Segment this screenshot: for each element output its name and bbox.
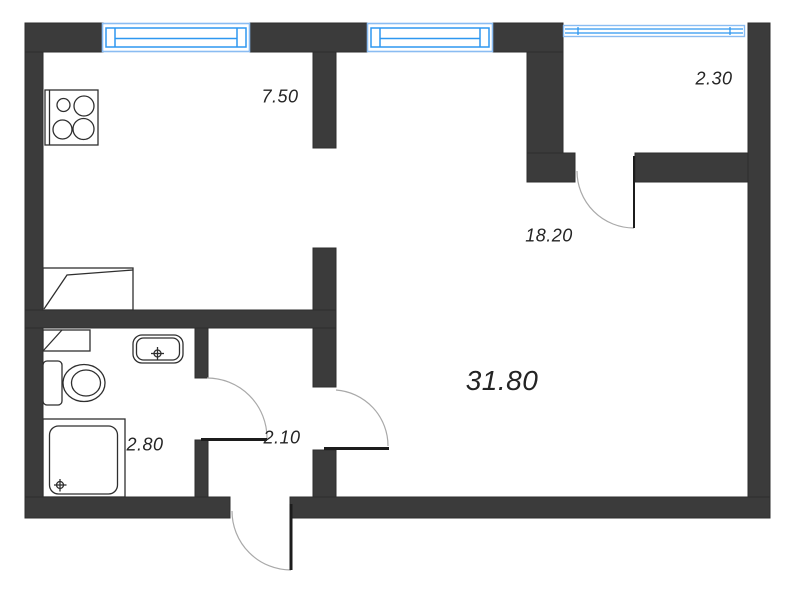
toilet-part2: [70, 369, 102, 397]
wall-hall-living-lower: [312, 449, 337, 498]
shower-part1: [48, 425, 119, 495]
balcony-door-arc: [576, 170, 635, 229]
living-room-door-arc: [335, 389, 389, 447]
room-label-bathroom: 2.80: [126, 434, 164, 455]
wall-top-balcony-pier: [492, 22, 564, 53]
wall-right: [747, 22, 771, 519]
balcony-window: [562, 24, 746, 38]
entry-door-arc: [231, 510, 292, 571]
wall-bath-hall-lower: [194, 439, 209, 498]
wall-top-mid: [249, 22, 368, 53]
bed-part1: [43, 269, 134, 310]
kitchen-window-frame: [105, 27, 247, 48]
wardrobe: [42, 329, 91, 352]
stove-part5: [72, 117, 95, 141]
stove-part3: [73, 95, 95, 117]
wall-bottom-left: [24, 496, 231, 519]
room-label-balcony: 2.30: [695, 68, 733, 89]
pier-kitchen-living: [312, 51, 337, 149]
room-label-hallway: 2.10: [263, 427, 301, 448]
wall-bath-hall-upper: [194, 327, 209, 379]
stove-part2: [56, 97, 71, 113]
wall-left: [24, 22, 44, 519]
room-label-kitchen: 7.50: [261, 86, 299, 107]
wardrobe-part1: [42, 329, 63, 352]
stove-part4: [52, 119, 73, 140]
wall-room-divider: [24, 309, 337, 329]
room-label-living: 18.20: [525, 225, 573, 246]
wall-bottom-right: [289, 496, 771, 519]
toilet: [42, 360, 63, 406]
wall-balcony-bottom: [634, 152, 749, 183]
bed: [42, 267, 134, 311]
wall-top-left: [24, 22, 104, 53]
living-window-frame: [370, 27, 490, 48]
wall-balcony-left-step: [526, 152, 576, 183]
room-label-total: 31.80: [465, 365, 539, 396]
bathroom-door-arc: [206, 377, 268, 439]
